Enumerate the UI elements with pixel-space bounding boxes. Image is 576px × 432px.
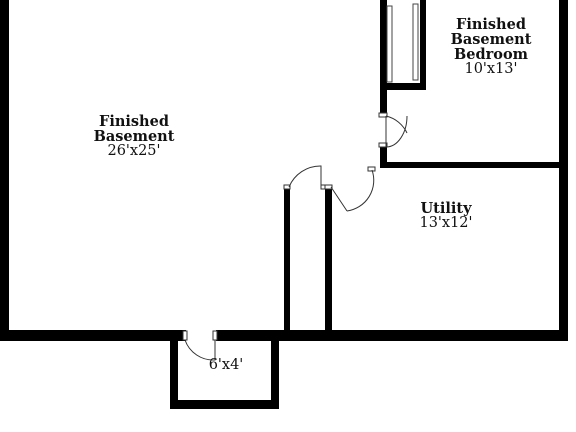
wall-small-room-right (271, 336, 279, 409)
door-utility (324, 166, 376, 212)
wall-bottom-left (0, 330, 186, 341)
wall-bottom-right (216, 330, 568, 341)
room-name-line: Finished (456, 16, 526, 33)
wall-small-room-left (170, 336, 178, 409)
wall-closet-right (420, 0, 426, 90)
door-small-room (182, 330, 218, 361)
closet-door-panel-left (386, 5, 393, 83)
wall-small-room-bottom (170, 400, 279, 409)
room-dimensions: 26'x25' (107, 143, 161, 159)
closet-door-panel-right (412, 3, 419, 81)
room-label-finished-basement: Finished Basement 26'x25' (86, 114, 182, 159)
room-dimensions: 10'x13' (464, 61, 518, 77)
wall-corridor-left (284, 188, 290, 336)
closet-sliding-doors (386, 3, 419, 83)
door-bedroom (378, 112, 408, 148)
wall-bedroom-west (380, 0, 387, 113)
wall-right-outer (559, 0, 568, 341)
wall-closet-bottom (380, 83, 426, 90)
room-label-small-room: 6'x4' (196, 358, 256, 373)
room-name-line: Basement (450, 31, 532, 48)
room-name-line: Finished (99, 113, 169, 130)
room-name-line: Utility (420, 200, 472, 217)
walls (0, 0, 568, 409)
door-corridor-left (283, 165, 328, 190)
room-name-line: Basement (93, 128, 175, 145)
room-label-utility: Utility 13'x12' (404, 201, 488, 231)
room-dimensions: 6'x4' (208, 357, 244, 373)
room-dimensions: 13'x12' (419, 215, 473, 231)
room-label-finished-basement-bedroom: Finished Basement Bedroom 10'x13' (441, 17, 541, 77)
wall-left-outer (0, 0, 9, 341)
wall-corridor-right (325, 188, 332, 336)
wall-utility-top (380, 162, 568, 168)
room-name-line: Bedroom (454, 46, 528, 63)
wall-bedroom-stub (380, 146, 387, 166)
